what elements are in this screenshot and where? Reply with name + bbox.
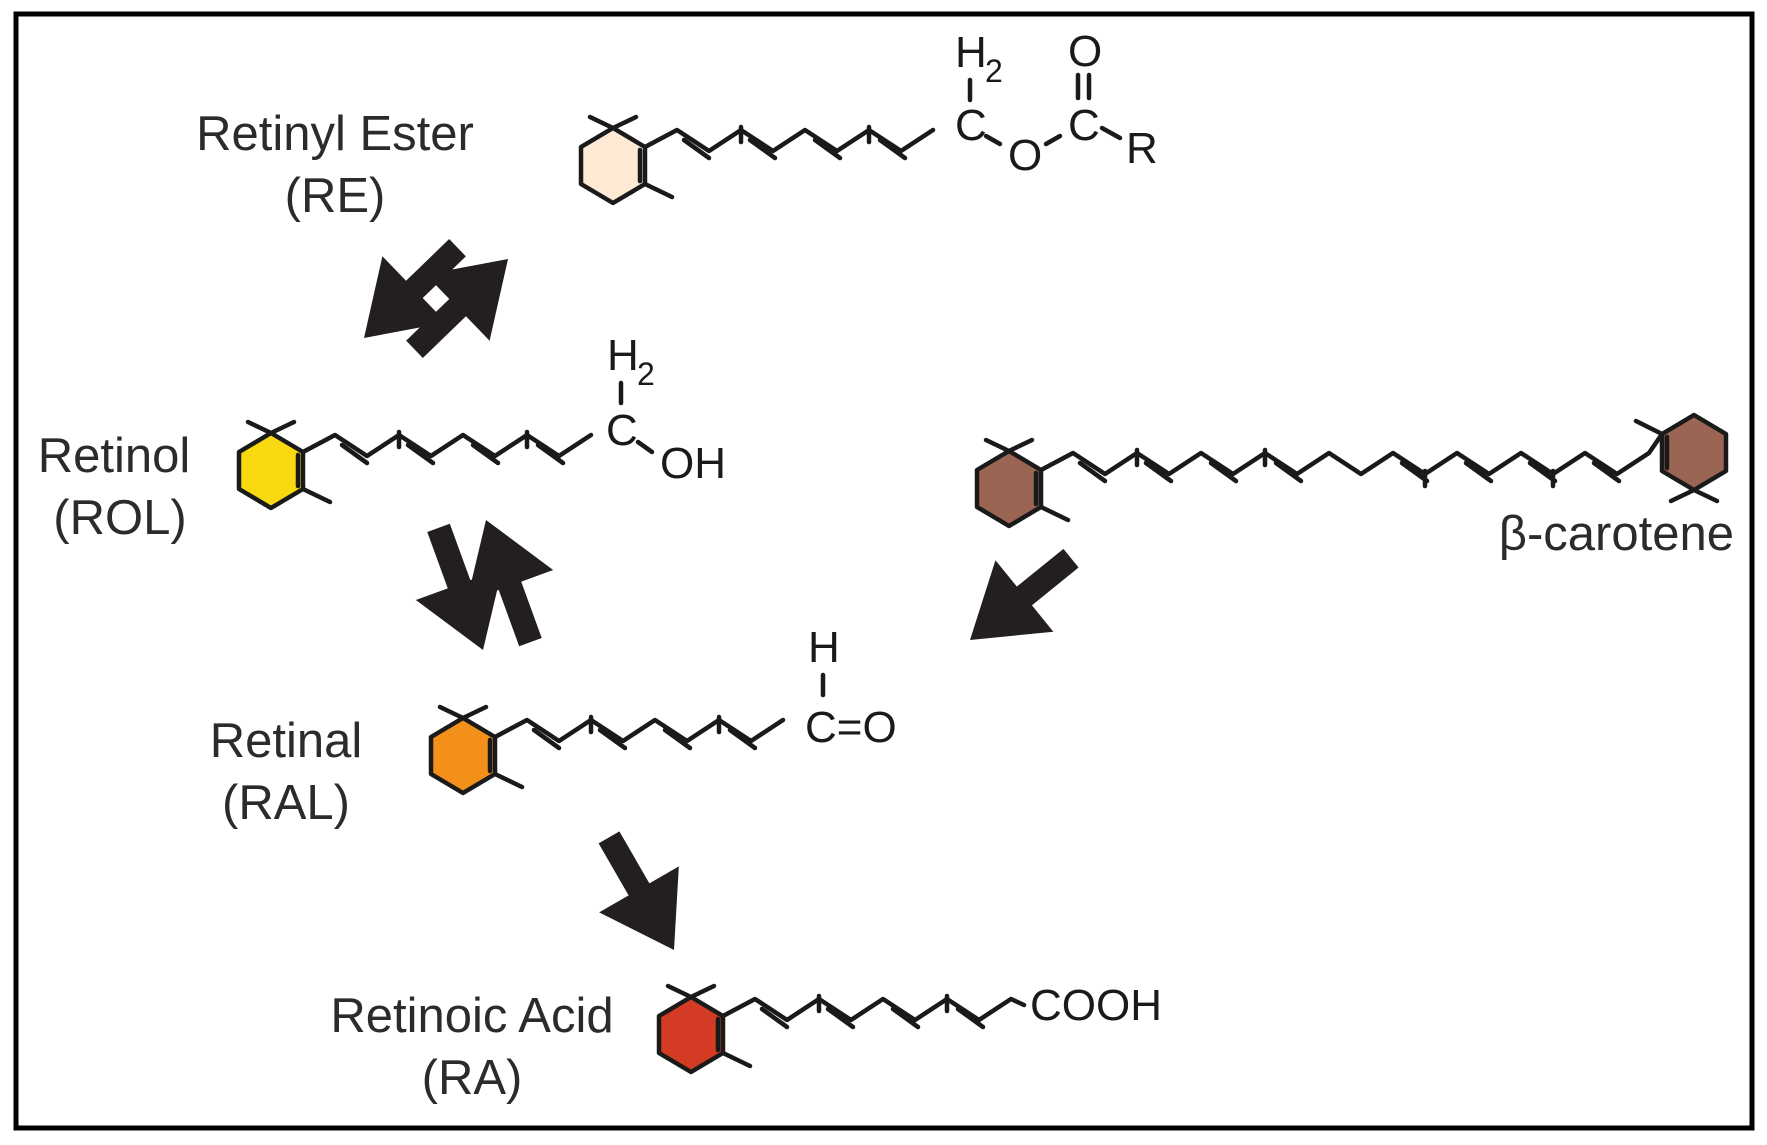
- retinoic-acid-ring: [656, 994, 726, 1075]
- retinol-structure: H 2 C OH: [236, 331, 726, 511]
- re-to-rol-arrow: [332, 239, 466, 372]
- retinyl-ester-structure: H 2 C O O C R: [578, 27, 1158, 206]
- retinyl-ester-abbr: (RE): [285, 169, 386, 223]
- re-carbonyl-o-atom: O: [1068, 27, 1102, 76]
- rol-h2-subscript: 2: [637, 356, 655, 392]
- retinol-ring: [236, 430, 306, 511]
- re-h2-subscript: 2: [985, 53, 1003, 89]
- ral-to-ra-arrow: [598, 831, 714, 973]
- ral-to-rol-arrow: [442, 504, 554, 647]
- beta-carotene-name: β-carotene: [1499, 507, 1734, 561]
- ra-cooh-group: COOH: [1030, 981, 1162, 1030]
- re-ether-o-atom: O: [1008, 131, 1042, 180]
- ral-aldehyde-group: C=O: [805, 703, 897, 752]
- retinyl-ester-name: Retinyl Ester: [196, 107, 474, 161]
- retinal-ring: [428, 715, 498, 796]
- re-c-atom: C: [955, 101, 987, 150]
- beta-carotene-right-ring: [1659, 412, 1729, 493]
- rol-oh-group: OH: [660, 439, 726, 488]
- retinoic-acid-abbr: (RA): [422, 1051, 523, 1105]
- retinoic-acid-name: Retinoic Acid: [330, 989, 613, 1043]
- retinoic-acid-structure: COOH: [656, 981, 1162, 1075]
- rol-c-atom: C: [606, 406, 638, 455]
- re-h2-atom: H: [955, 28, 987, 77]
- retinal-structure: H C=O: [428, 623, 897, 796]
- re-r-group: R: [1126, 124, 1158, 173]
- rol-h2-atom: H: [607, 331, 639, 380]
- diagram-frame: [13, 11, 1755, 1131]
- carotene-to-ral-arrow: [941, 548, 1079, 676]
- retinal-abbr: (RAL): [222, 776, 350, 830]
- retinyl-ester-ring: [578, 125, 648, 206]
- retinol-name: Retinol: [38, 429, 191, 483]
- retinol-abbr: (ROL): [53, 491, 186, 545]
- re-carbonyl-c-atom: C: [1068, 101, 1100, 150]
- beta-carotene-left-ring: [974, 448, 1044, 529]
- rol-to-re-arrow: [406, 225, 540, 358]
- beta-carotene-structure: [974, 412, 1729, 529]
- rol-to-ral-arrow: [415, 523, 527, 666]
- ral-h-atom: H: [808, 623, 840, 672]
- retinal-name: Retinal: [210, 714, 363, 768]
